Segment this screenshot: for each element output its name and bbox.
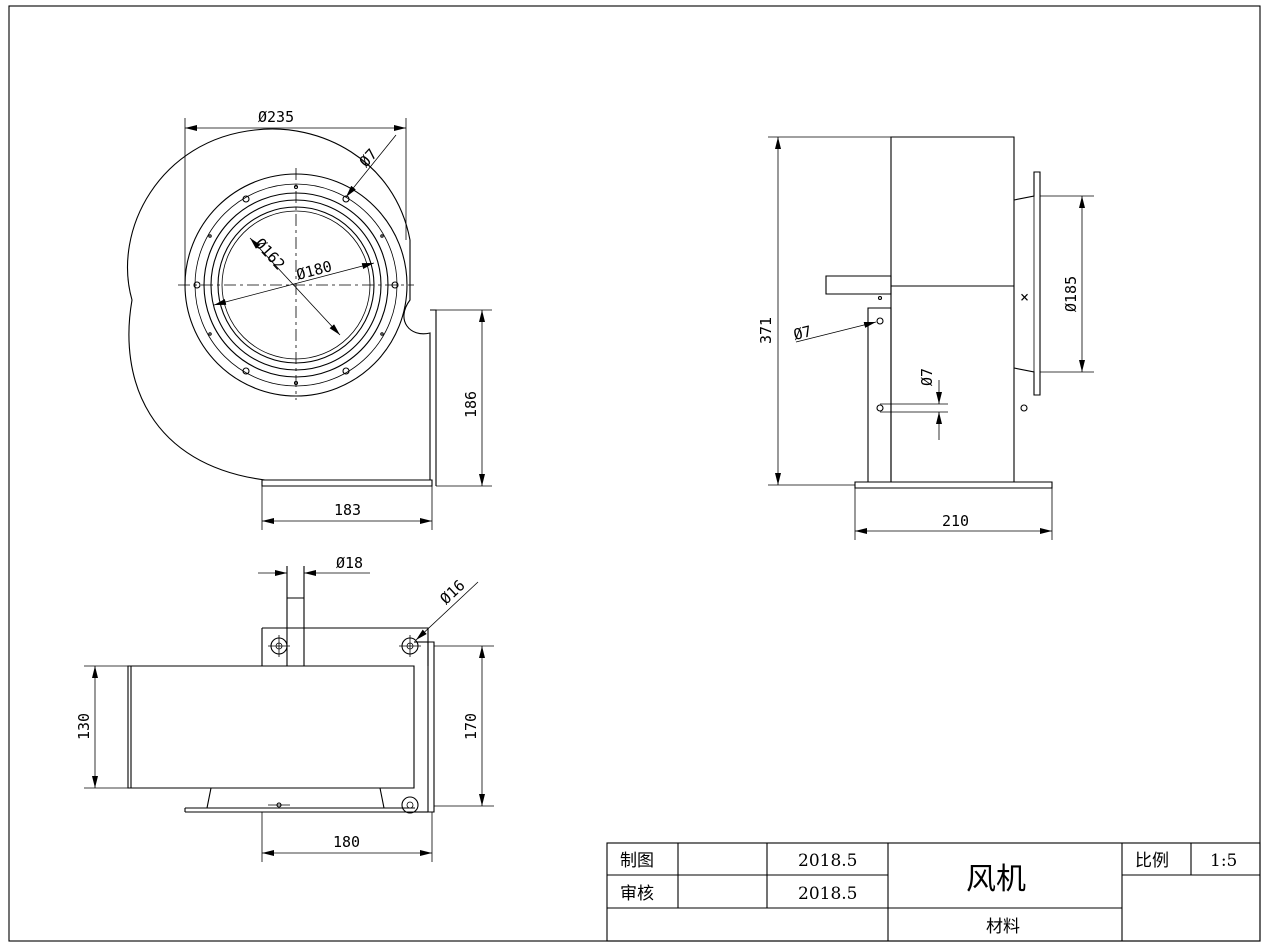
side-shaft [825, 275, 892, 295]
tb-part-name: 风机 [966, 862, 1026, 897]
dim-top-body-height: 130 [75, 713, 93, 740]
dim-front-hole: Ø7 [356, 145, 381, 170]
dim-side-height: 371 [757, 317, 775, 344]
dim-flange-outer: Ø235 [258, 108, 294, 126]
volute-housing [127, 128, 431, 481]
side-view: × 371 Ø185 Ø7 Ø7 210 [757, 136, 1094, 540]
tb-checked-date: 2018.5 [798, 884, 857, 904]
tb-material-label: 材料 [986, 917, 1020, 937]
dim-inlet-162: Ø162 [251, 235, 289, 274]
dim-base-width: 183 [334, 501, 361, 519]
dim-top-shaft: Ø18 [336, 554, 363, 572]
front-bracket [430, 309, 437, 486]
side-housing [890, 136, 1015, 483]
dim-top-mount-height: 170 [462, 713, 480, 740]
dim-side-base-width: 210 [942, 512, 969, 530]
top-view: Ø18 Ø16 130 170 180 [75, 554, 494, 862]
front-view: Ø235 Ø7 Ø162 Ø180 186 183 [127, 108, 492, 530]
dim-side-hole-left: Ø7 [792, 322, 814, 344]
side-front-plate [867, 307, 892, 483]
tb-scale-value: 1:5 [1210, 851, 1237, 871]
dim-side-hole-mid: Ø7 [918, 368, 936, 386]
svg-text:×: × [1020, 288, 1029, 306]
title-block: 制图 2018.5 审核 2018.5 风机 比例 1:5 材料 [606, 842, 1261, 942]
top-body [127, 665, 415, 789]
dim-outlet-dia: Ø185 [1062, 276, 1080, 312]
side-base-plate [854, 481, 1053, 489]
top-shaft [286, 566, 305, 666]
front-base-plate [261, 479, 433, 487]
drawing-border [8, 5, 1261, 942]
bolt-holes [193, 184, 399, 386]
tb-scale-label: 比例 [1135, 851, 1169, 871]
dim-inlet-180: Ø180 [294, 257, 334, 284]
dim-top-hole: Ø16 [436, 576, 468, 608]
dim-top-width: 180 [333, 833, 360, 851]
tb-drawn-label: 制图 [620, 851, 654, 871]
dim-base-height: 186 [462, 391, 480, 418]
top-lower-foot [206, 787, 385, 809]
tb-drawn-date: 2018.5 [798, 851, 857, 871]
top-right-flange [427, 641, 435, 813]
side-outlet-flange [1013, 171, 1041, 396]
tb-checked-label: 审核 [620, 884, 654, 904]
top-holes [268, 635, 421, 814]
